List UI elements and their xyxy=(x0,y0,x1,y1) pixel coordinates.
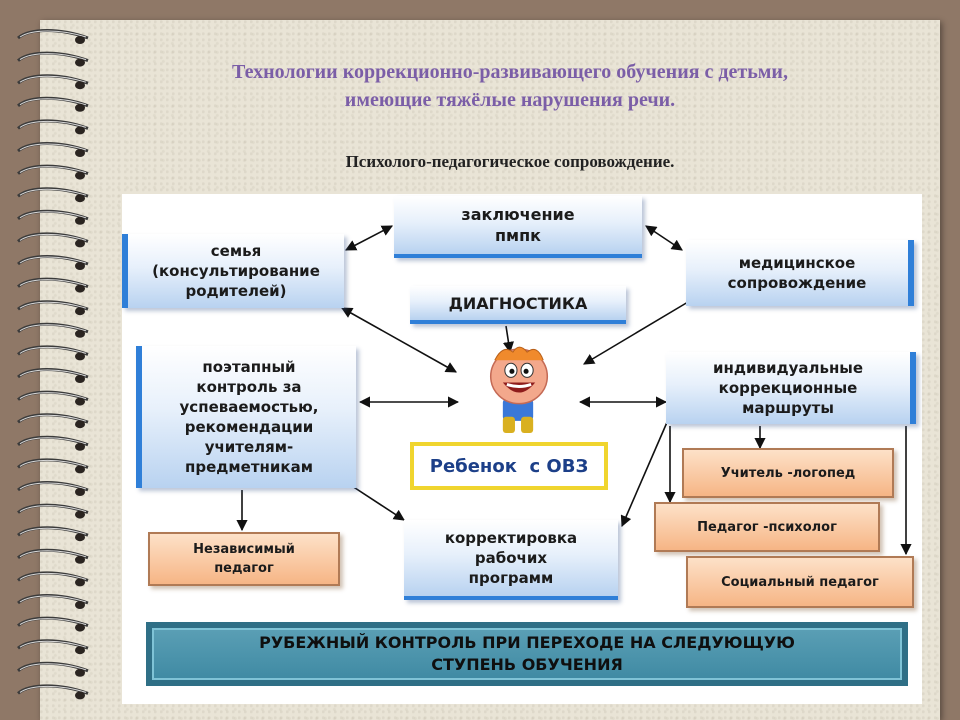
node-medical-label: медицинское сопровождение xyxy=(727,254,867,292)
arrow-control-correction xyxy=(351,485,405,521)
spiral-ring xyxy=(17,209,89,225)
spiral-ring xyxy=(17,639,89,655)
node-medical-support: медицинское сопровождение xyxy=(686,240,914,306)
spiral-ring xyxy=(17,616,89,632)
node-pmpk-conclusion: заключение пмпк xyxy=(394,196,642,258)
slide-title: Технологии коррекционно-развивающего обу… xyxy=(100,58,920,114)
title-line-1: Технологии коррекционно-развивающего обу… xyxy=(232,61,788,83)
spiral-binding xyxy=(17,29,89,700)
node-child-ovz: Ребенок с ОВЗ xyxy=(410,442,608,490)
node-routes-label: индивидуальные коррекционные маршруты xyxy=(712,359,864,417)
node-independent-pedagogue: Независимый педагог xyxy=(148,532,340,586)
node-pmpk-label: заключение пмпк xyxy=(461,205,575,245)
node-family: семья (консультирование родителей) xyxy=(122,234,344,308)
spiral-ring xyxy=(17,322,89,338)
node-social-pedagogue: Социальный педагог xyxy=(686,556,914,608)
spiral-ring xyxy=(17,368,89,383)
arrow-family-pmpk xyxy=(345,225,393,251)
spiral-ring xyxy=(17,526,89,542)
final-control-label: РУБЕЖНЫЙ КОНТРОЛЬ ПРИ ПЕРЕХОДЕ НА СЛЕДУЮ… xyxy=(259,633,795,674)
spiral-ring xyxy=(17,684,89,700)
node-social-label: Социальный педагог xyxy=(721,574,879,590)
spiral-ring xyxy=(17,96,89,112)
spiral-ring xyxy=(17,142,89,157)
spiral-ring xyxy=(17,300,89,316)
arrow-family-child xyxy=(341,307,457,373)
node-stage-control-label: поэтапный контроль за успеваемостью, рек… xyxy=(179,358,319,476)
spiral-ring xyxy=(17,255,89,270)
spiral-ring xyxy=(17,74,89,90)
arrow-routes-correction xyxy=(620,419,669,528)
spiral-ring xyxy=(17,503,89,519)
node-family-label: семья (консультирование родителей) xyxy=(152,242,320,300)
node-psychologist: Педагог -психолог xyxy=(654,502,880,552)
spiral-ring xyxy=(17,481,89,496)
slide-subtitle: Психолого-педагогическое сопровождение. xyxy=(345,152,675,171)
spiral-ring xyxy=(17,435,89,451)
spiral-ring xyxy=(17,29,89,44)
node-diagnostics: ДИАГНОСТИКА xyxy=(410,286,626,324)
spiral-ring xyxy=(17,413,89,429)
node-correction-label: корректировка рабочих программ xyxy=(444,529,578,587)
node-psych-label: Педагог -психолог xyxy=(697,519,837,535)
node-child-label: Ребенок с ОВЗ xyxy=(429,455,589,477)
spiral-ring xyxy=(17,187,89,203)
arrow-diagnostics-child xyxy=(502,325,515,354)
node-individual-routes: индивидуальные коррекционные маршруты xyxy=(666,352,916,424)
spiral-ring xyxy=(17,458,89,474)
title-line-2: имеющие тяжёлые нарушения речи. xyxy=(344,89,676,111)
spiral-ring xyxy=(17,548,89,564)
spiral-ring xyxy=(17,232,89,248)
spiral-ring xyxy=(17,164,89,180)
final-control-bar: РУБЕЖНЫЙ КОНТРОЛЬ ПРИ ПЕРЕХОДЕ НА СЛЕДУЮ… xyxy=(146,622,908,686)
node-program-correction: корректировка рабочих программ xyxy=(404,520,618,600)
spiral-ring xyxy=(17,594,89,609)
arrow-pmpk-medical xyxy=(645,225,683,251)
node-speech-label: Учитель -логопед xyxy=(720,465,856,481)
arrow-medical-child xyxy=(583,301,689,365)
spiral-ring xyxy=(17,661,89,677)
spiral-ring xyxy=(17,119,89,135)
spiral-ring xyxy=(17,571,89,587)
spiral-ring xyxy=(17,345,89,361)
child-icon xyxy=(489,346,549,433)
node-speech-therapist: Учитель -логопед xyxy=(682,448,894,498)
node-independent-label: Независимый педагог xyxy=(193,542,295,576)
node-stage-control: поэтапный контроль за успеваемостью, рек… xyxy=(136,346,356,488)
node-diagnostics-label: ДИАГНОСТИКА xyxy=(448,293,588,313)
spiral-ring xyxy=(17,51,89,67)
spiral-ring xyxy=(17,277,89,293)
spiral-ring xyxy=(17,390,89,406)
